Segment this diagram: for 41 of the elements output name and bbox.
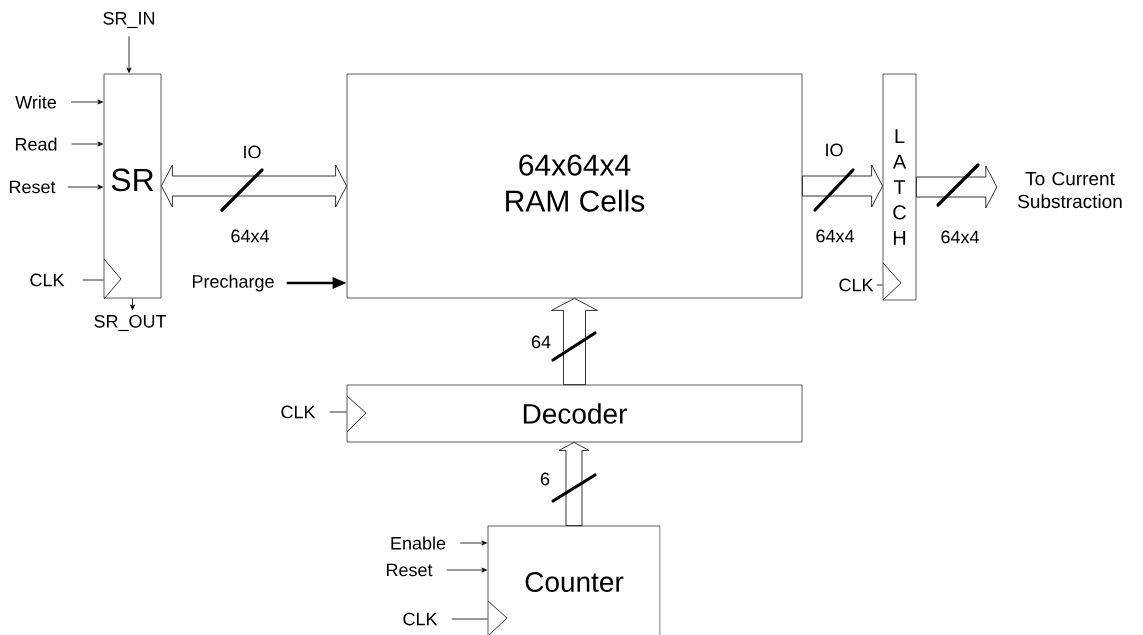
signal-label: Reset [9, 180, 56, 194]
edge-label: 64 [530, 334, 552, 350]
signal-label: Write [15, 95, 57, 109]
edge-label: 64x4 [229, 228, 271, 244]
signal-label: SR_IN [103, 11, 155, 29]
line [329, 411, 347, 413]
bus-label: IO [244, 145, 261, 159]
arrow [71, 141, 103, 147]
bus-arrow [802, 164, 883, 208]
arrow [67, 184, 103, 190]
signal-label: CLK [403, 612, 438, 626]
signal-label: To Current Substraction [1018, 171, 1122, 209]
memory-block: 64x64x4 RAM Cells [346, 73, 803, 299]
signal-label: Precharge [192, 274, 274, 292]
signal-label: CLK [839, 278, 874, 292]
bus-arrow [161, 164, 347, 208]
signal-label: SR_OUT [94, 314, 167, 332]
latch-box: LATCH [882, 73, 917, 301]
arrow [126, 35, 132, 73]
decoder-box: Decoder [346, 384, 803, 443]
line [876, 284, 883, 286]
edge-label: 6 [539, 471, 551, 487]
edge-label: 64x4 [939, 229, 981, 245]
signal-label: Reset [386, 563, 433, 577]
line [82, 279, 104, 281]
signal-label: CLK [281, 405, 316, 419]
bus-arrow [558, 442, 590, 526]
arrow [459, 540, 487, 546]
edge-label: 64x4 [814, 228, 856, 244]
bus-label: IO [826, 143, 843, 157]
line [451, 618, 488, 620]
arrow [130, 298, 135, 311]
arrow [70, 99, 103, 105]
signal-label: Read [15, 137, 57, 151]
arrow [446, 567, 487, 573]
signal-label: CLK [30, 273, 65, 287]
signal-label: Enable [391, 536, 446, 550]
bus-arrow [551, 298, 598, 385]
bus-arrow [916, 165, 998, 209]
counter-box: Counter [487, 525, 661, 635]
register-box: SR [103, 73, 162, 299]
